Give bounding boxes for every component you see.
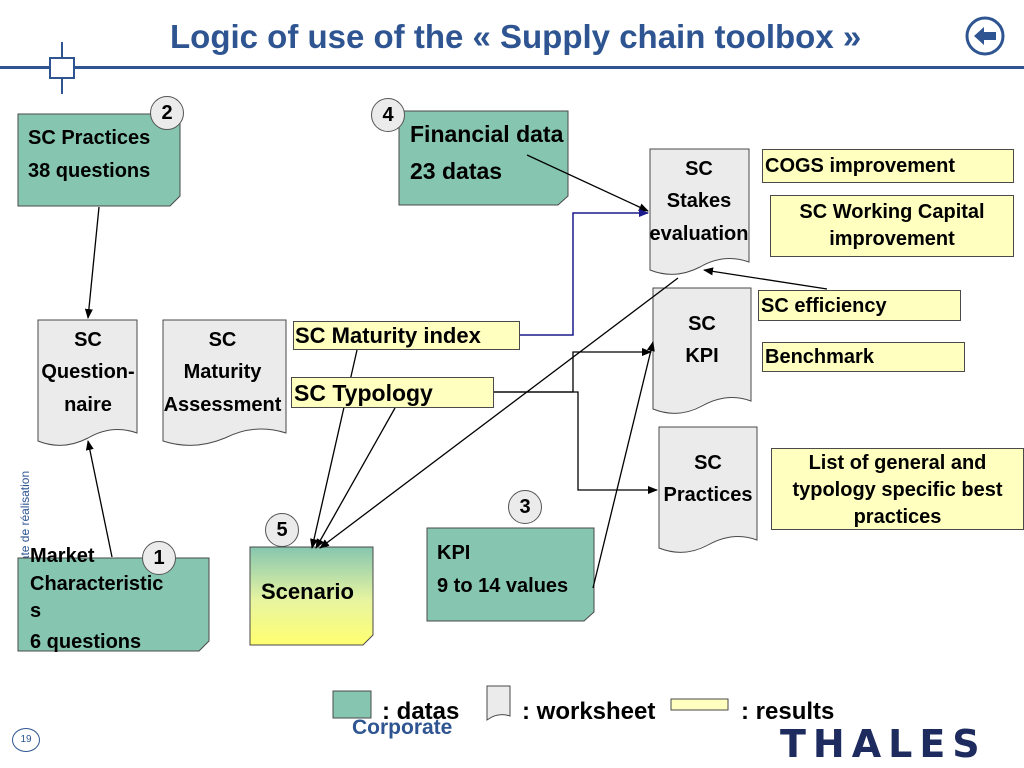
- result-scenario: Scenario: [261, 579, 354, 604]
- ws-stakes-l3: evaluation: [649, 223, 749, 245]
- market-count: 6 questions: [30, 631, 142, 653]
- back-arrow-icon[interactable]: [965, 16, 1005, 56]
- result-cogs: COGS improvement: [762, 149, 1014, 183]
- result-efficiency: SC efficiency: [758, 290, 961, 321]
- financial-data-title: Financial data: [410, 121, 564, 147]
- ws-maturity-l1: SC: [208, 329, 237, 351]
- page-title: Logic of use of the « Supply chain toolb…: [170, 18, 862, 55]
- worksheet-shapes: [37, 148, 758, 553]
- result-maturity-index: SC Maturity index: [293, 321, 520, 350]
- badge-1: 1: [142, 541, 176, 575]
- legend-data-swatch: [332, 690, 372, 719]
- financial-data-count: 23 datas: [410, 158, 503, 184]
- sc-practices-count: 38 questions: [28, 160, 151, 182]
- result-benchmark: Benchmark: [762, 342, 965, 372]
- badge-2: 2: [150, 96, 184, 130]
- ws-kpi-l1: SC: [688, 313, 716, 335]
- badge-5: 5: [265, 513, 299, 547]
- market-title-1: Market: [30, 545, 95, 567]
- kpi-data-count: 9 to 14 values: [437, 575, 569, 597]
- page-number: 19: [12, 728, 40, 752]
- legend-results-label: : results: [741, 698, 835, 725]
- data-box-shapes: [17, 110, 595, 652]
- badge-4: 4: [371, 98, 405, 132]
- ws-stakes-l1: SC: [685, 158, 713, 180]
- ws-questionnaire-l3: naire: [64, 394, 112, 416]
- result-best-practices: List of general and typology specific be…: [771, 448, 1024, 530]
- legend-worksheet-swatch: [486, 685, 511, 721]
- kpi-data-title: KPI: [437, 542, 471, 564]
- thales-logo: THALES: [780, 722, 987, 766]
- corner-crosshair-icon: [49, 42, 75, 94]
- ws-maturity-l3: Assessment: [163, 394, 282, 416]
- badge-3: 3: [508, 490, 542, 524]
- result-typology: SC Typology: [291, 377, 494, 408]
- result-working-capital: SC Working Capital improvement: [770, 195, 1014, 257]
- legend-worksheet-label: : worksheet: [522, 698, 656, 725]
- ws-practices-l1: SC: [694, 452, 722, 474]
- legend-result-swatch: [670, 698, 729, 711]
- market-title-3: s: [30, 600, 42, 622]
- ws-kpi-l2: KPI: [685, 345, 719, 367]
- sc-practices-title: SC Practices: [28, 127, 151, 149]
- legend-datas-label: : datas: [382, 698, 460, 725]
- ws-questionnaire-l1: SC: [74, 329, 102, 351]
- ws-practices-l2: Practices: [663, 484, 753, 506]
- ws-stakes-l2: Stakes: [666, 190, 732, 212]
- ws-maturity-l2: Maturity: [183, 361, 262, 383]
- ws-questionnaire-l2: Question-: [41, 361, 135, 383]
- title-underline: [0, 66, 1024, 69]
- market-title-2: Characteristic: [30, 573, 164, 595]
- corporate-label: Corporate: [352, 716, 453, 739]
